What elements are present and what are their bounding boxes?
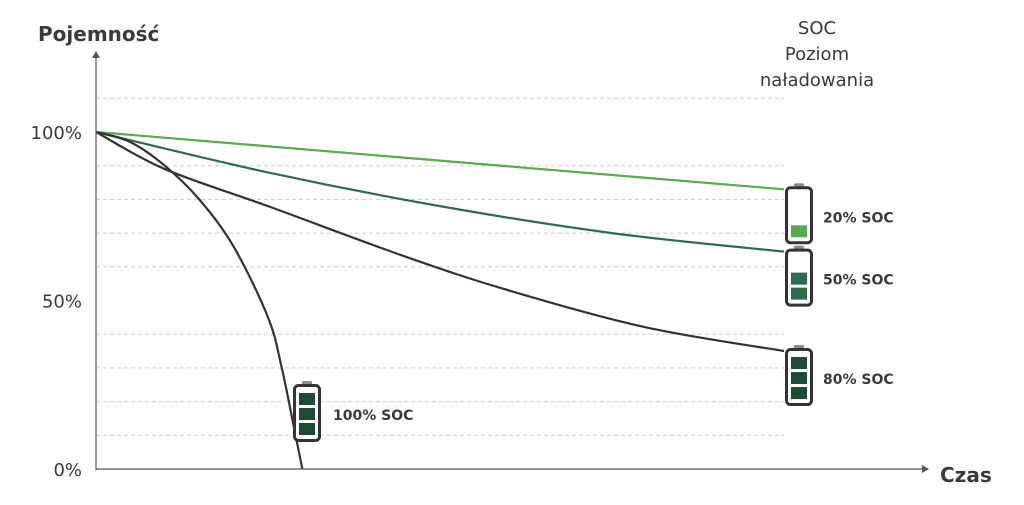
legend-title: SOC Poziom naładowania xyxy=(760,18,874,91)
y-tick-labels: 100% 50% 0% xyxy=(31,123,82,481)
battery-markers: 20% SOC 50% SOC 80% SOC 100% SOC xyxy=(293,183,894,442)
series-line-50-soc xyxy=(95,130,785,253)
battery-cell xyxy=(299,408,315,420)
battery-cell xyxy=(299,393,315,405)
y-tick-label: 100% xyxy=(31,123,82,144)
y-tick-label: 0% xyxy=(53,460,82,481)
x-axis-label: Czas xyxy=(940,463,992,487)
battery-cell xyxy=(791,372,807,385)
y-tick-label: 50% xyxy=(42,292,82,313)
legend-title-line-2: Poziom xyxy=(785,44,849,65)
battery-50-soc: 50% SOC xyxy=(785,245,894,307)
legend-title-line-1: SOC xyxy=(798,18,836,39)
battery-20-soc: 20% SOC xyxy=(785,183,894,245)
legend-title-line-3: naładowania xyxy=(760,70,874,91)
battery-100-soc: 100% SOC xyxy=(293,381,413,442)
battery-cell xyxy=(791,357,807,370)
y-axis-label: Pojemność xyxy=(38,22,160,46)
series-lines xyxy=(95,130,785,470)
battery-cell xyxy=(299,423,315,435)
battery-80-soc: 80% SOC xyxy=(785,345,894,407)
series-line-80-soc xyxy=(95,131,785,353)
battery-cell xyxy=(791,225,807,238)
series-label-80-soc: 80% SOC xyxy=(823,372,894,388)
series-label-50-soc: 50% SOC xyxy=(823,273,894,289)
series-label-20-soc: 20% SOC xyxy=(823,210,894,226)
grid-lines xyxy=(96,97,784,436)
battery-cell xyxy=(791,287,807,300)
battery-cell xyxy=(791,272,807,285)
series-label-100-soc: 100% SOC xyxy=(333,408,413,424)
series-line-20-soc xyxy=(95,130,785,191)
series-line-100-soc xyxy=(95,130,304,470)
battery-cell xyxy=(791,387,807,400)
